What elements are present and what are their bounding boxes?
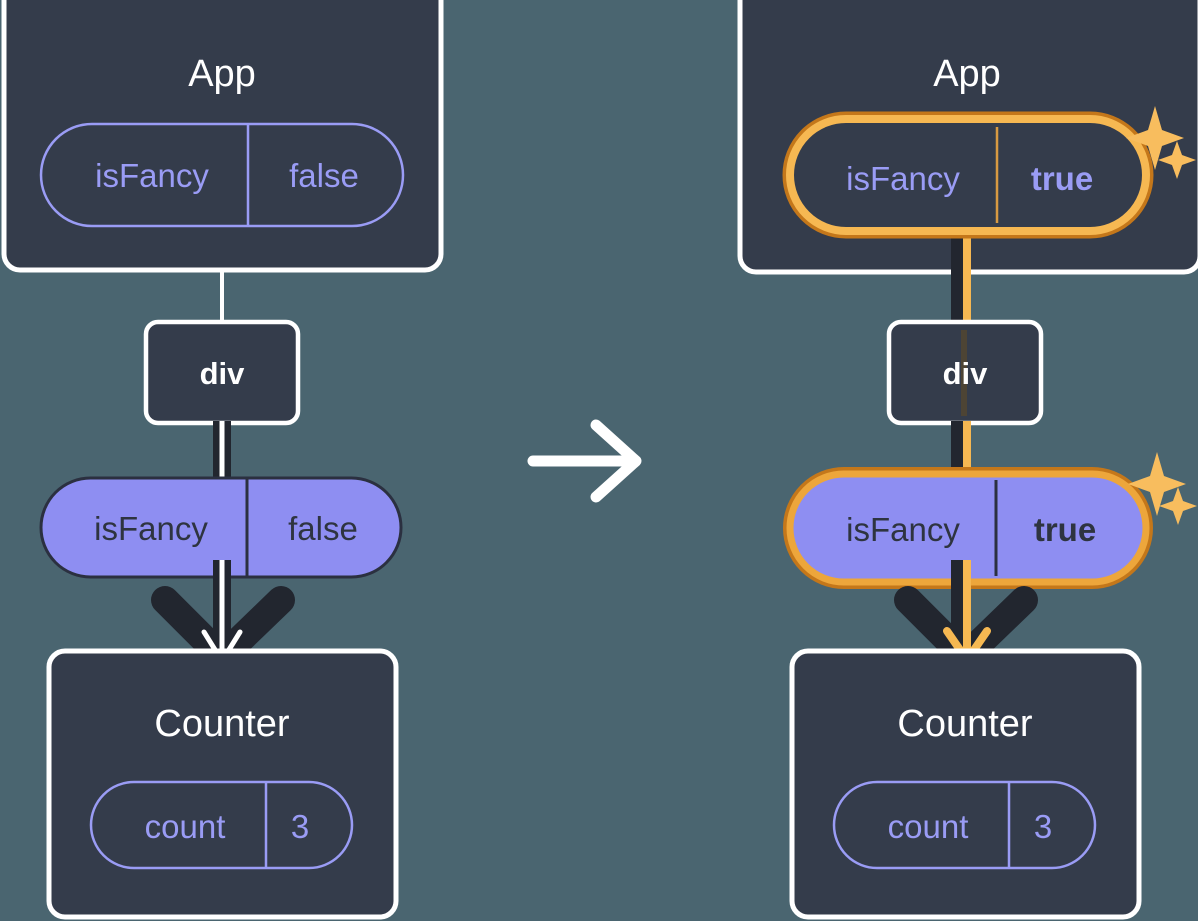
app-pill-highlight-inner-right xyxy=(786,115,1150,235)
sparkle-icon-prop-right xyxy=(1128,452,1197,525)
app-box-left xyxy=(1,0,444,273)
sparkle-icon-app-right xyxy=(1126,106,1196,179)
right-arrow-icon xyxy=(527,419,642,503)
counter-pill-right xyxy=(832,780,1097,870)
counter-pill-left xyxy=(89,780,354,870)
counter-box-right xyxy=(789,648,1142,920)
app-pill-left xyxy=(39,122,405,228)
counter-box-left xyxy=(46,648,399,920)
